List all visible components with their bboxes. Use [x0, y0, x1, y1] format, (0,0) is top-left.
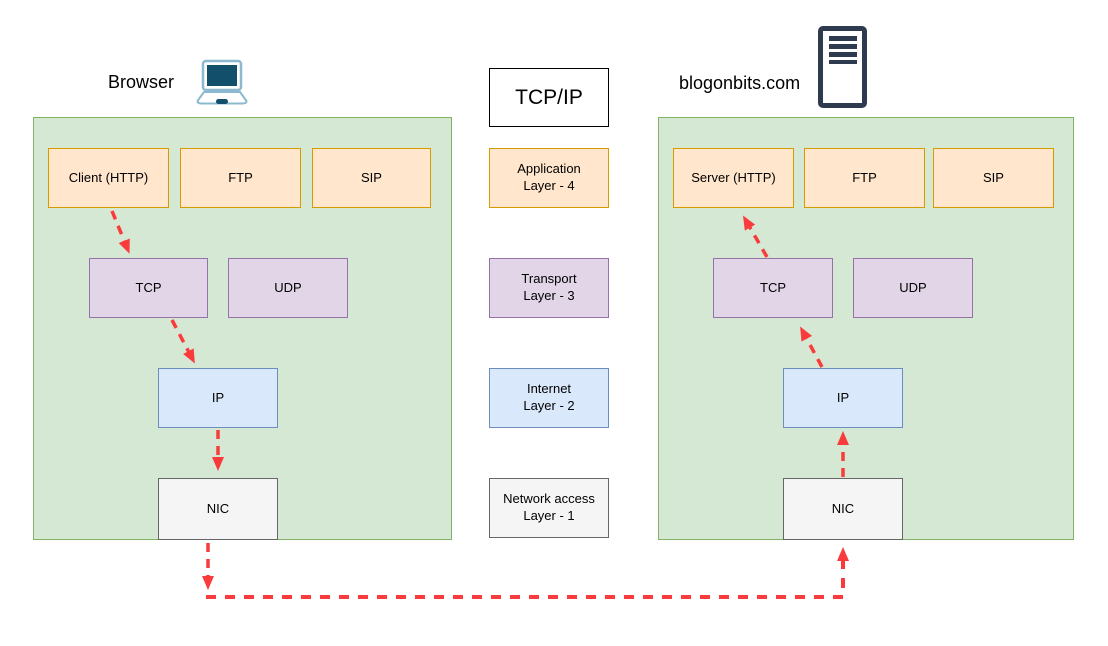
box-udp-left: UDP: [228, 258, 348, 318]
arrow-network-bridge: [206, 547, 849, 599]
tcpip-title-box: TCP/IP: [489, 68, 609, 127]
layer-label-application: Application Layer - 4: [489, 148, 609, 208]
layer-label-transport: Transport Layer - 3: [489, 258, 609, 318]
box-udp-right: UDP: [853, 258, 973, 318]
box-nic-left: NIC: [158, 478, 278, 540]
layer-label-network-access: Network access Layer - 1: [489, 478, 609, 538]
server-icon: [818, 26, 868, 108]
layer-label-internet: Internet Layer - 2: [489, 368, 609, 428]
box-client-http: Client (HTTP): [48, 148, 169, 208]
box-ftp-right: FTP: [804, 148, 925, 208]
site-label: blogonbits.com: [679, 73, 801, 93]
box-server-http: Server (HTTP): [673, 148, 794, 208]
box-nic-right: NIC: [783, 478, 903, 540]
box-ip-right: IP: [783, 368, 903, 428]
box-sip-left: SIP: [312, 148, 431, 208]
box-sip-right: SIP: [933, 148, 1054, 208]
laptop-icon: [196, 59, 248, 107]
box-tcp-left: TCP: [89, 258, 208, 318]
browser-label: Browser: [108, 72, 175, 92]
box-ftp-left: FTP: [180, 148, 301, 208]
box-tcp-right: TCP: [713, 258, 833, 318]
box-ip-left: IP: [158, 368, 278, 428]
